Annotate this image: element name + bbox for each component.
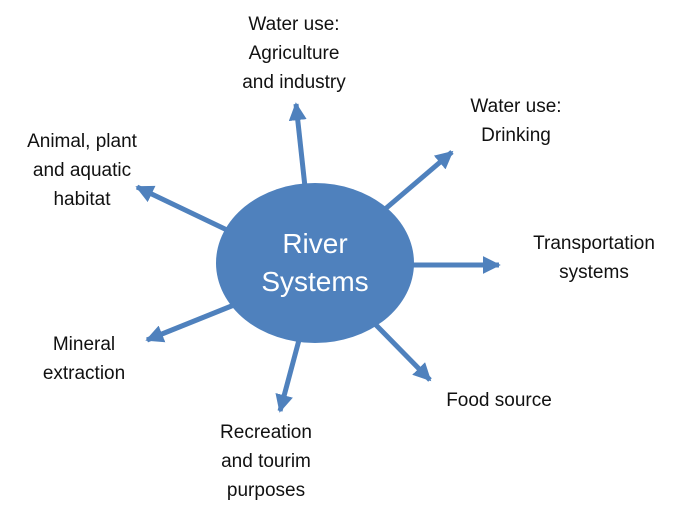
- arrow-food: [374, 323, 432, 382]
- label-line: systems: [559, 262, 629, 283]
- label-line: Water use:: [248, 14, 340, 35]
- label-food: Food source: [446, 386, 552, 415]
- label-line: Drinking: [481, 125, 551, 146]
- center-node: [216, 183, 414, 343]
- label-transportation: Transportation systems: [533, 229, 655, 287]
- arrow-habitat: [135, 184, 229, 233]
- label-recreation: Recreation and tourim purposes: [220, 418, 312, 505]
- label-mineral: Mineral extraction: [43, 330, 125, 388]
- label-line: Recreation: [220, 422, 312, 443]
- label-line: and aquatic: [32, 160, 132, 181]
- label-line: and industry: [242, 72, 346, 93]
- label-line: Agriculture: [248, 43, 340, 64]
- arrow-recreation: [275, 339, 302, 413]
- center-label: River Systems: [261, 225, 368, 301]
- label-line: habitat: [53, 189, 111, 210]
- label-line: Food source: [446, 390, 552, 411]
- label-line: Animal, plant: [27, 131, 137, 152]
- label-line: purposes: [226, 480, 306, 501]
- center-label-line2: Systems: [261, 266, 369, 297]
- label-line: Water use:: [470, 96, 562, 117]
- label-agriculture: Water use: Agriculture and industry: [242, 10, 346, 97]
- label-line: Transportation: [533, 233, 655, 254]
- label-line: extraction: [42, 363, 126, 384]
- arrow-drinking: [382, 150, 454, 212]
- label-line: Mineral: [52, 334, 116, 355]
- center-label-line1: River: [282, 228, 348, 259]
- arrow-agriculture: [288, 102, 308, 188]
- label-drinking: Water use: Drinking: [470, 92, 561, 150]
- label-habitat: Animal, plant and aquatic habitat: [27, 127, 137, 214]
- arrow-mineral: [145, 302, 235, 343]
- label-line: and tourim: [221, 451, 311, 472]
- arrows: [135, 102, 501, 413]
